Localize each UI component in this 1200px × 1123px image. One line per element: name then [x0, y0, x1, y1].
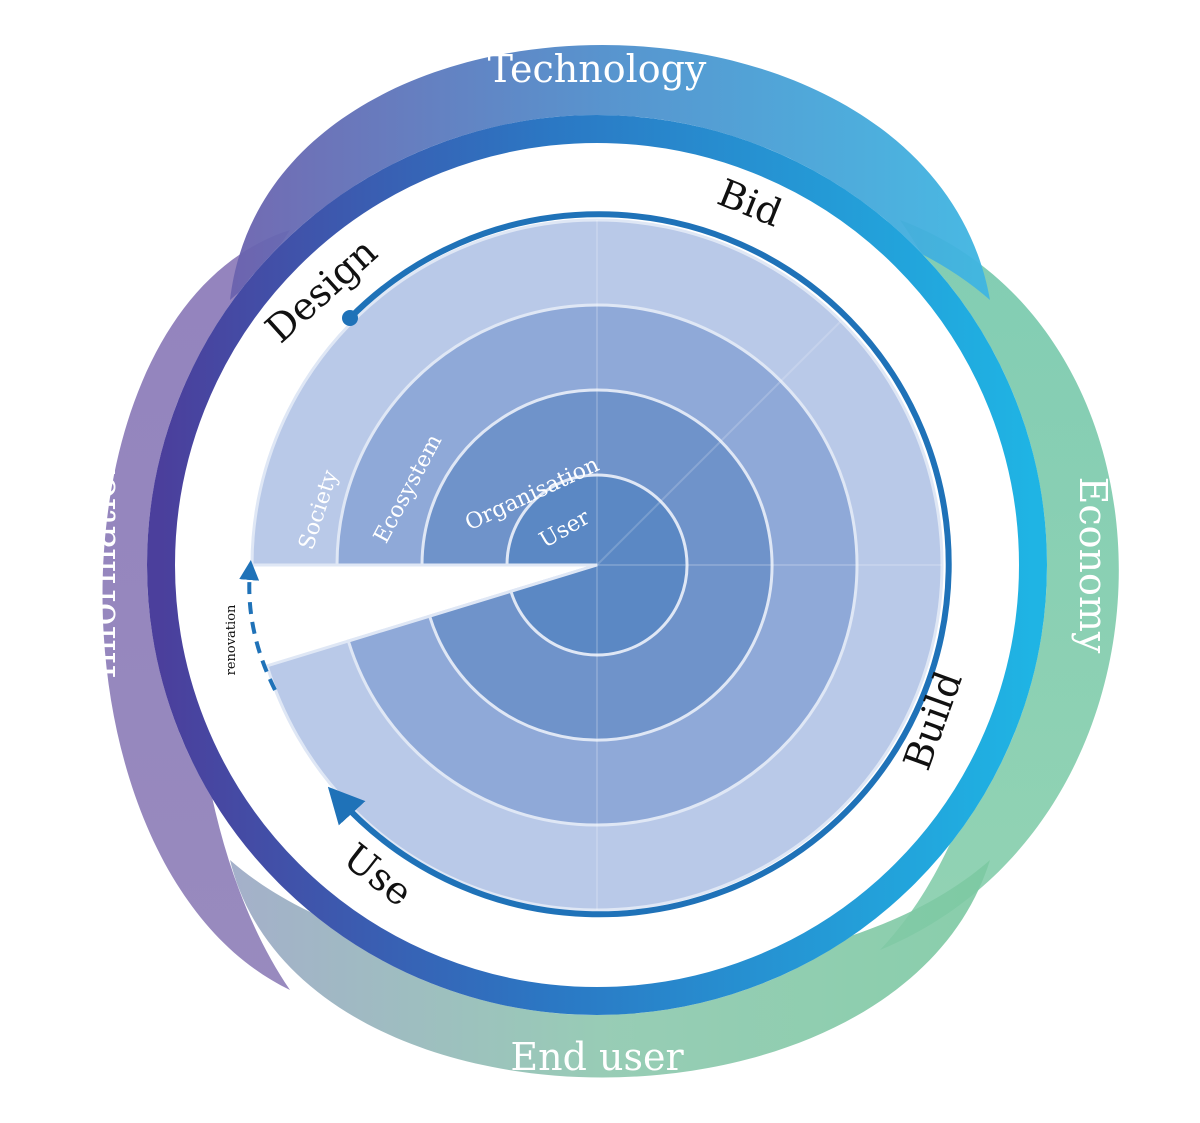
wheel-band	[505, 473, 689, 657]
phase-start-dot	[342, 310, 358, 326]
label-information: Information	[80, 451, 124, 679]
phase-arc	[327, 211, 952, 918]
label-end-user: End user	[510, 1035, 684, 1079]
label-economy: Economy	[1071, 477, 1115, 654]
label-renovation: renovation	[224, 604, 239, 675]
petal-economy	[880, 220, 1119, 950]
label-technology: Technology	[488, 47, 707, 91]
renovation-arrow	[239, 560, 277, 691]
cycle-ring	[147, 115, 1047, 1015]
wheel-divider	[596, 320, 842, 566]
wheel	[250, 218, 944, 912]
petal-end-user	[230, 860, 990, 1078]
petal-information	[102, 230, 290, 990]
